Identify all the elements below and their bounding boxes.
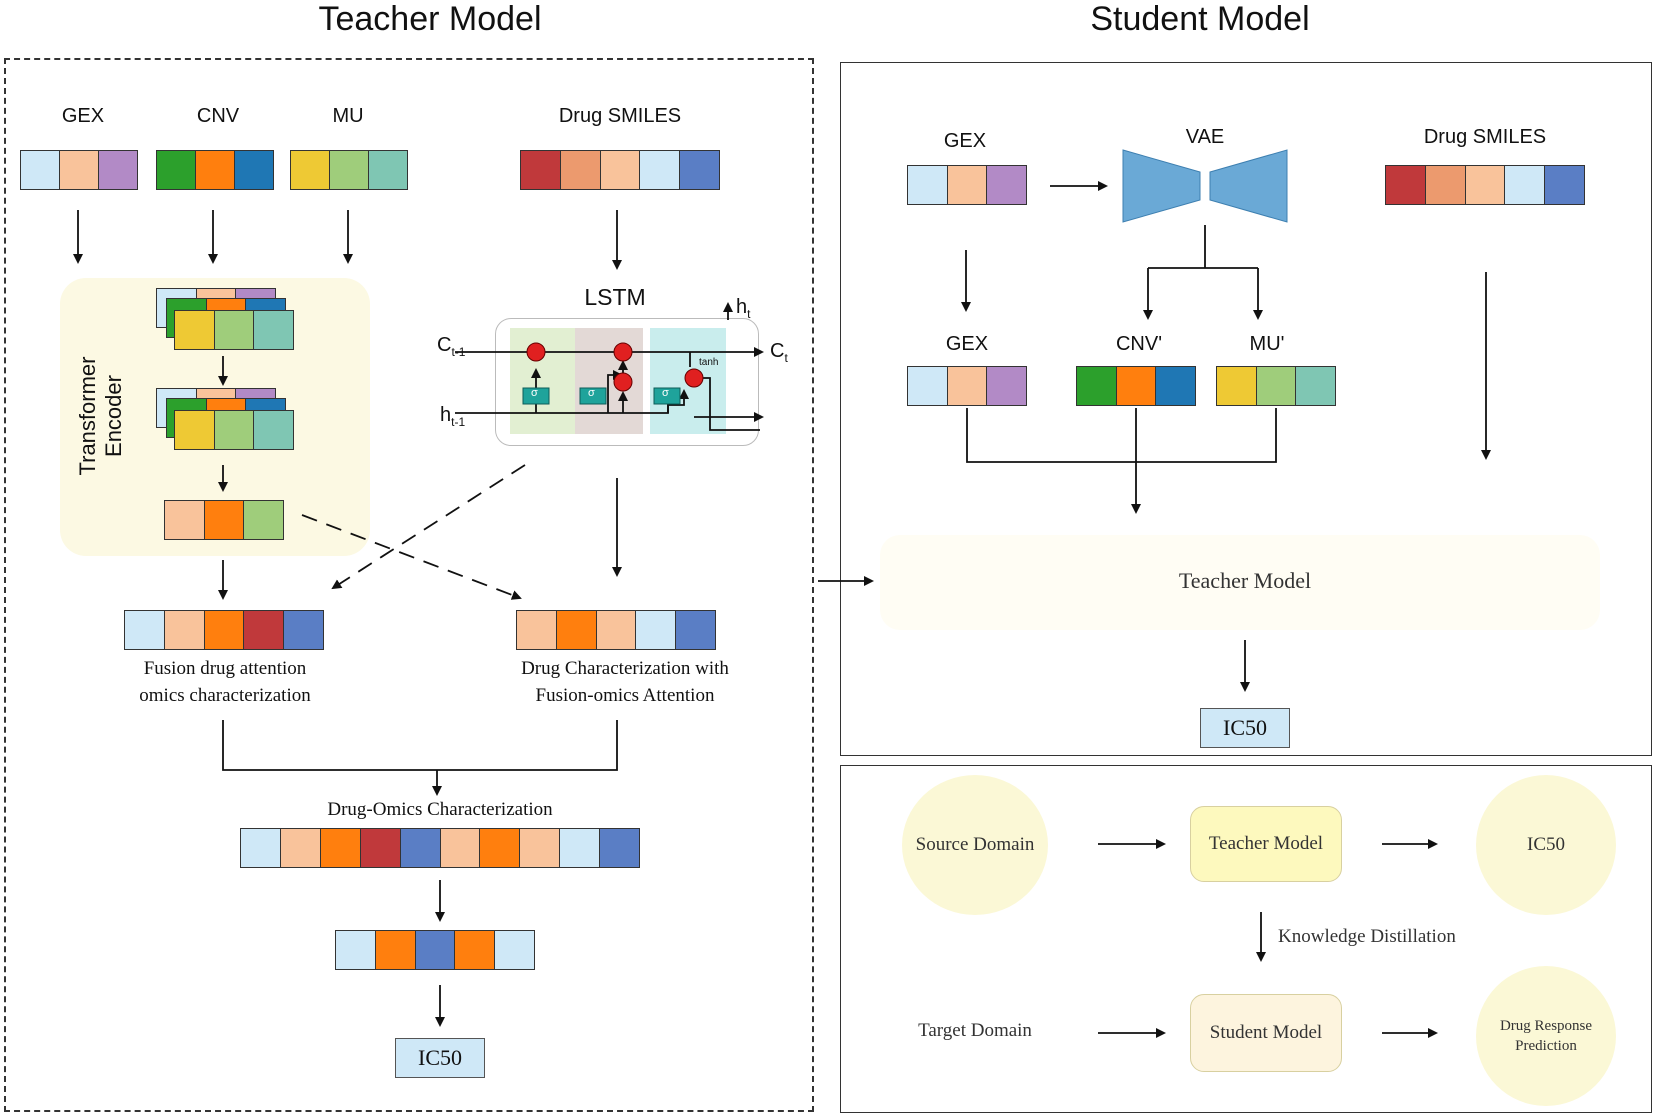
lstm-title: LSTM	[584, 284, 646, 310]
distill-teacher-model-box: Teacher Model	[1190, 806, 1342, 882]
label-drug-smiles: Drug SMILES	[558, 105, 682, 127]
lstm-tanh: tanh	[699, 357, 719, 368]
vae-encoder-shape	[1122, 149, 1201, 223]
student-gex-vector-2	[907, 366, 1027, 406]
drug-characterization-caption-line1: Drug Characterization with	[521, 658, 729, 679]
label-gex: GEX	[61, 105, 105, 127]
target-domain-label: Target Domain	[918, 1020, 1032, 1041]
label-cnv: CNV	[196, 105, 240, 127]
distill-ic50-circle: IC50	[1476, 775, 1616, 915]
fusion-omics-caption-line2: omics characterization	[139, 685, 311, 706]
fusion-omics-vector	[124, 610, 324, 650]
lstm-sigma-2: σ	[588, 387, 595, 399]
student-label-drug-smiles: Drug SMILES	[1423, 126, 1547, 148]
student-label-vae: VAE	[1185, 126, 1225, 148]
encoder-output-vector	[164, 500, 284, 540]
knowledge-distillation-label: Knowledge Distillation	[1278, 926, 1456, 947]
cnv-vector	[156, 150, 274, 190]
student-teacher-block-bg	[880, 535, 1600, 630]
encoder-stack-1-front	[174, 310, 294, 350]
label-mu: MU	[332, 105, 364, 127]
prediction-line1: Drug Response	[1499, 1018, 1593, 1034]
teacher-model-title: Teacher Model	[318, 0, 542, 38]
student-teacher-block-label: Teacher Model	[1178, 568, 1312, 593]
drug-response-prediction-circle: Drug Response Prediction	[1476, 966, 1616, 1106]
lstm-c-prev: Ct-1	[437, 334, 466, 359]
drug-omics-caption: Drug-Omics Characterization	[327, 799, 553, 820]
lstm-sigma-1: σ	[531, 387, 538, 399]
vae-decoder-shape	[1209, 149, 1288, 223]
fusion-omics-caption: Fusion drug attention omics characteriza…	[110, 655, 340, 709]
student-label-cnv-prime: CNV'	[1115, 333, 1163, 355]
gex-vector	[20, 150, 138, 190]
drug-characterization-caption: Drug Characterization with Fusion-omics …	[490, 655, 760, 709]
lstm-h-next: ht	[736, 296, 751, 321]
student-drug-smiles-vector	[1385, 165, 1585, 205]
student-label-gex: GEX	[943, 130, 987, 152]
drug-characterization-vector	[516, 610, 716, 650]
teacher-panel	[4, 58, 814, 1112]
distill-panel	[840, 765, 1652, 1113]
encoder-stack-2-front	[174, 410, 294, 450]
drug-omics-vector	[240, 828, 640, 868]
student-model-title: Student Model	[1090, 0, 1310, 38]
prediction-line2: Prediction	[1515, 1038, 1577, 1054]
mu-vector	[290, 150, 408, 190]
source-domain-circle: Source Domain	[902, 775, 1048, 915]
student-panel	[840, 62, 1652, 756]
student-mu-prime-vector	[1216, 366, 1336, 406]
lstm-c-next: Ct	[770, 340, 788, 365]
student-cnv-prime-vector	[1076, 366, 1196, 406]
transformer-encoder-label: Transformer Encoder	[75, 356, 126, 476]
distill-student-model-box: Student Model	[1190, 994, 1342, 1072]
fusion-omics-caption-line1: Fusion drug attention	[143, 658, 307, 679]
student-ic50-output: IC50	[1200, 708, 1290, 748]
lstm-operators	[522, 342, 704, 405]
lstm-h-prev: ht-1	[440, 404, 466, 429]
student-label-gex-2: GEX	[945, 333, 989, 355]
lstm-sigma-3: σ	[662, 387, 669, 399]
reduced-vector	[335, 930, 535, 970]
teacher-ic50-output: IC50	[395, 1038, 485, 1078]
drug-characterization-caption-line2: Fusion-omics Attention	[535, 685, 715, 706]
drug-smiles-vector	[520, 150, 720, 190]
student-gex-vector	[907, 165, 1027, 205]
student-label-mu-prime: MU'	[1249, 333, 1285, 355]
